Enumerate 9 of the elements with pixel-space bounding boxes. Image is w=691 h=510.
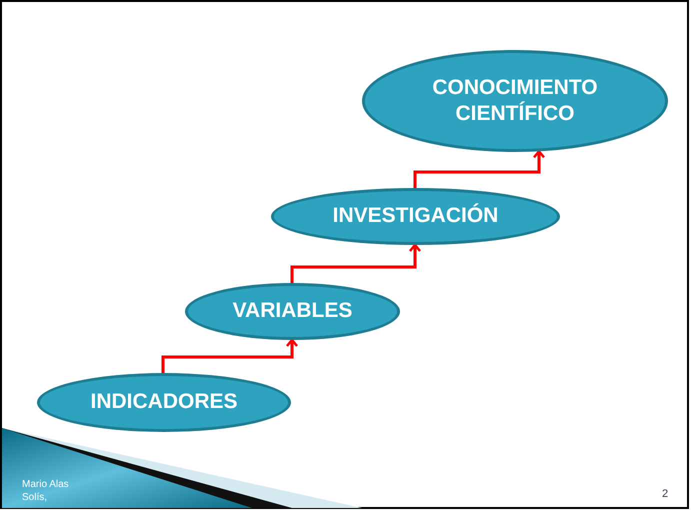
node-label: INVESTIGACIÓN	[332, 203, 498, 230]
step-arrow	[290, 244, 422, 283]
node-label: INDICADORES	[90, 389, 238, 416]
step-arrow	[414, 150, 546, 188]
page-number: 2	[662, 487, 668, 502]
author-note: Mario Alas Solís,	[22, 478, 70, 504]
node-label: VARIABLES	[232, 298, 352, 324]
node-label: CONOCIMIENTO CIENTÍFICO	[431, 74, 599, 127]
step-arrow	[162, 338, 298, 373]
